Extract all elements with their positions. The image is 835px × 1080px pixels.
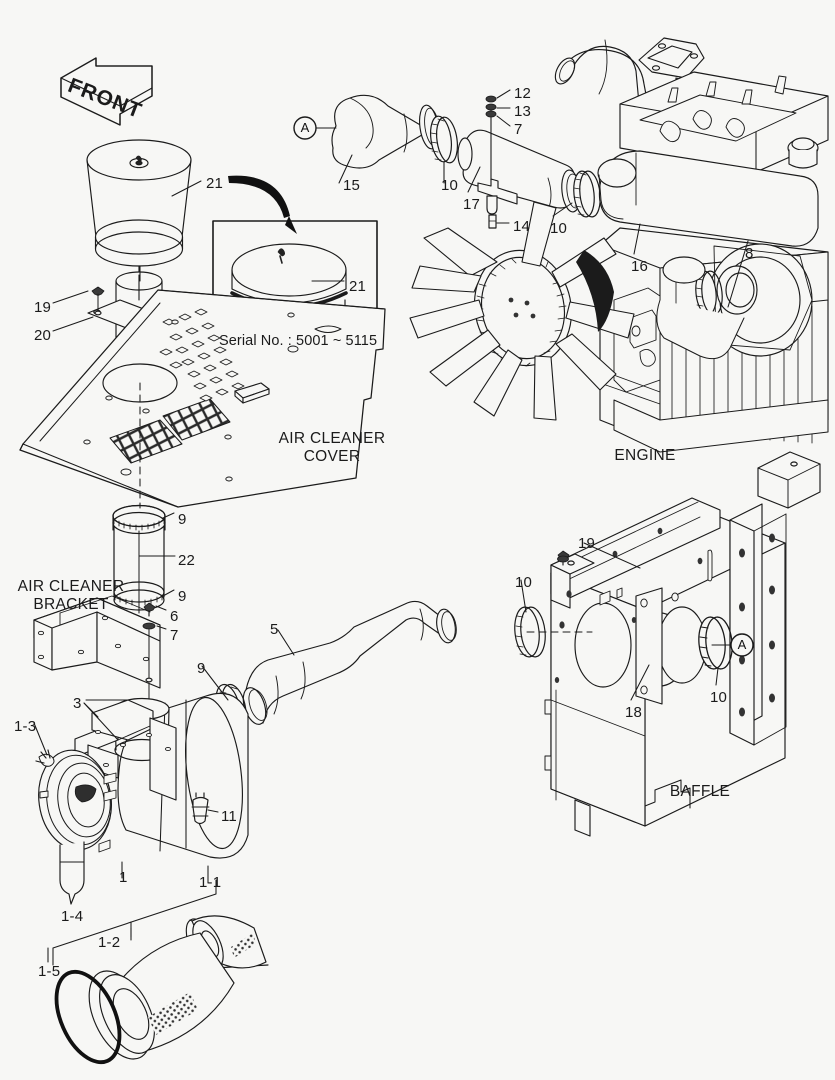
label-air-cleaner-cover: AIR CLEANER COVER (278, 430, 386, 466)
section-marker-a-left-text: A (300, 120, 310, 135)
callout-c19-top: 19 (34, 299, 52, 316)
callout-c21-inset: 21 (349, 278, 367, 295)
callout-c10-b: 10 (550, 220, 568, 237)
cooling-fan (409, 201, 635, 421)
air-cleaner-body-1 (35, 692, 249, 905)
clamp-10-elbow (429, 115, 459, 164)
section-marker-a-right (711, 633, 754, 657)
callout-c1-1: 1-1 (199, 874, 222, 891)
callout-c1-3: 1-3 (14, 718, 37, 735)
engine-assembly (554, 37, 829, 453)
section-marker-a-right-text: A (737, 637, 747, 652)
pipe-bracket-14 (477, 95, 518, 229)
inset-serial-note: Serial No. : 5001 ~ 5115 (219, 333, 378, 349)
air-cleaner-bracket (33, 595, 161, 689)
callout-c12: 12 (514, 85, 532, 102)
callout-c9-hose: 9 (197, 660, 206, 677)
clamp-1-3 (35, 749, 55, 767)
callout-c6: 6 (170, 608, 179, 625)
callout-c22: 22 (178, 552, 196, 569)
callout-c10-baffle-r: 10 (710, 689, 728, 706)
intake-hose-5 (242, 600, 457, 725)
callout-c7-right: 7 (514, 121, 523, 138)
callout-c20: 20 (34, 327, 52, 344)
callout-c3: 3 (73, 695, 82, 712)
bolt-19-baffle (557, 550, 570, 566)
callout-c1-5: 1-5 (38, 963, 61, 980)
callout-c1-4: 1-4 (61, 908, 84, 925)
callout-c10-baffle-l: 10 (515, 574, 533, 591)
clamp-10-pipe (573, 170, 601, 218)
callout-c18: 18 (625, 704, 643, 721)
label-baffle: BAFFLE (669, 783, 731, 800)
callout-c8: 8 (745, 245, 754, 262)
label-air-cleaner-bracket: AIR CLEANER BRACKET (17, 578, 125, 614)
callout-c19-baffle: 19 (578, 535, 596, 552)
callout-c13: 13 (514, 103, 532, 120)
baffle-assembly (544, 451, 821, 837)
callout-c16: 16 (631, 258, 649, 275)
callout-c9-lower: 9 (178, 588, 187, 605)
filter-element-outer-1-2 (88, 932, 235, 1060)
callout-c9-upper: 9 (178, 511, 187, 528)
air-cleaner-canister-21 (86, 139, 192, 267)
callout-c10-a: 10 (441, 177, 459, 194)
callout-c1-2: 1-2 (98, 934, 121, 951)
front-arrow-icon (60, 57, 153, 126)
callout-c14: 14 (513, 218, 531, 235)
air-cleaner-cover-panel (19, 289, 386, 508)
callout-c21-main: 21 (206, 175, 224, 192)
elbow-hose-15 (331, 94, 440, 169)
callout-c17: 17 (463, 196, 481, 213)
evacuator-valve-11 (191, 792, 210, 825)
label-engine: ENGINE (614, 447, 676, 464)
o-ring-1-5 (54, 969, 122, 1065)
callout-c15: 15 (343, 177, 361, 194)
callout-c1: 1 (119, 869, 128, 886)
callout-c7-left: 7 (170, 627, 179, 644)
callout-c5: 5 (270, 621, 279, 638)
callout-c11: 11 (221, 808, 237, 825)
bolt-19 (91, 286, 105, 316)
section-marker-a-left (293, 116, 337, 140)
